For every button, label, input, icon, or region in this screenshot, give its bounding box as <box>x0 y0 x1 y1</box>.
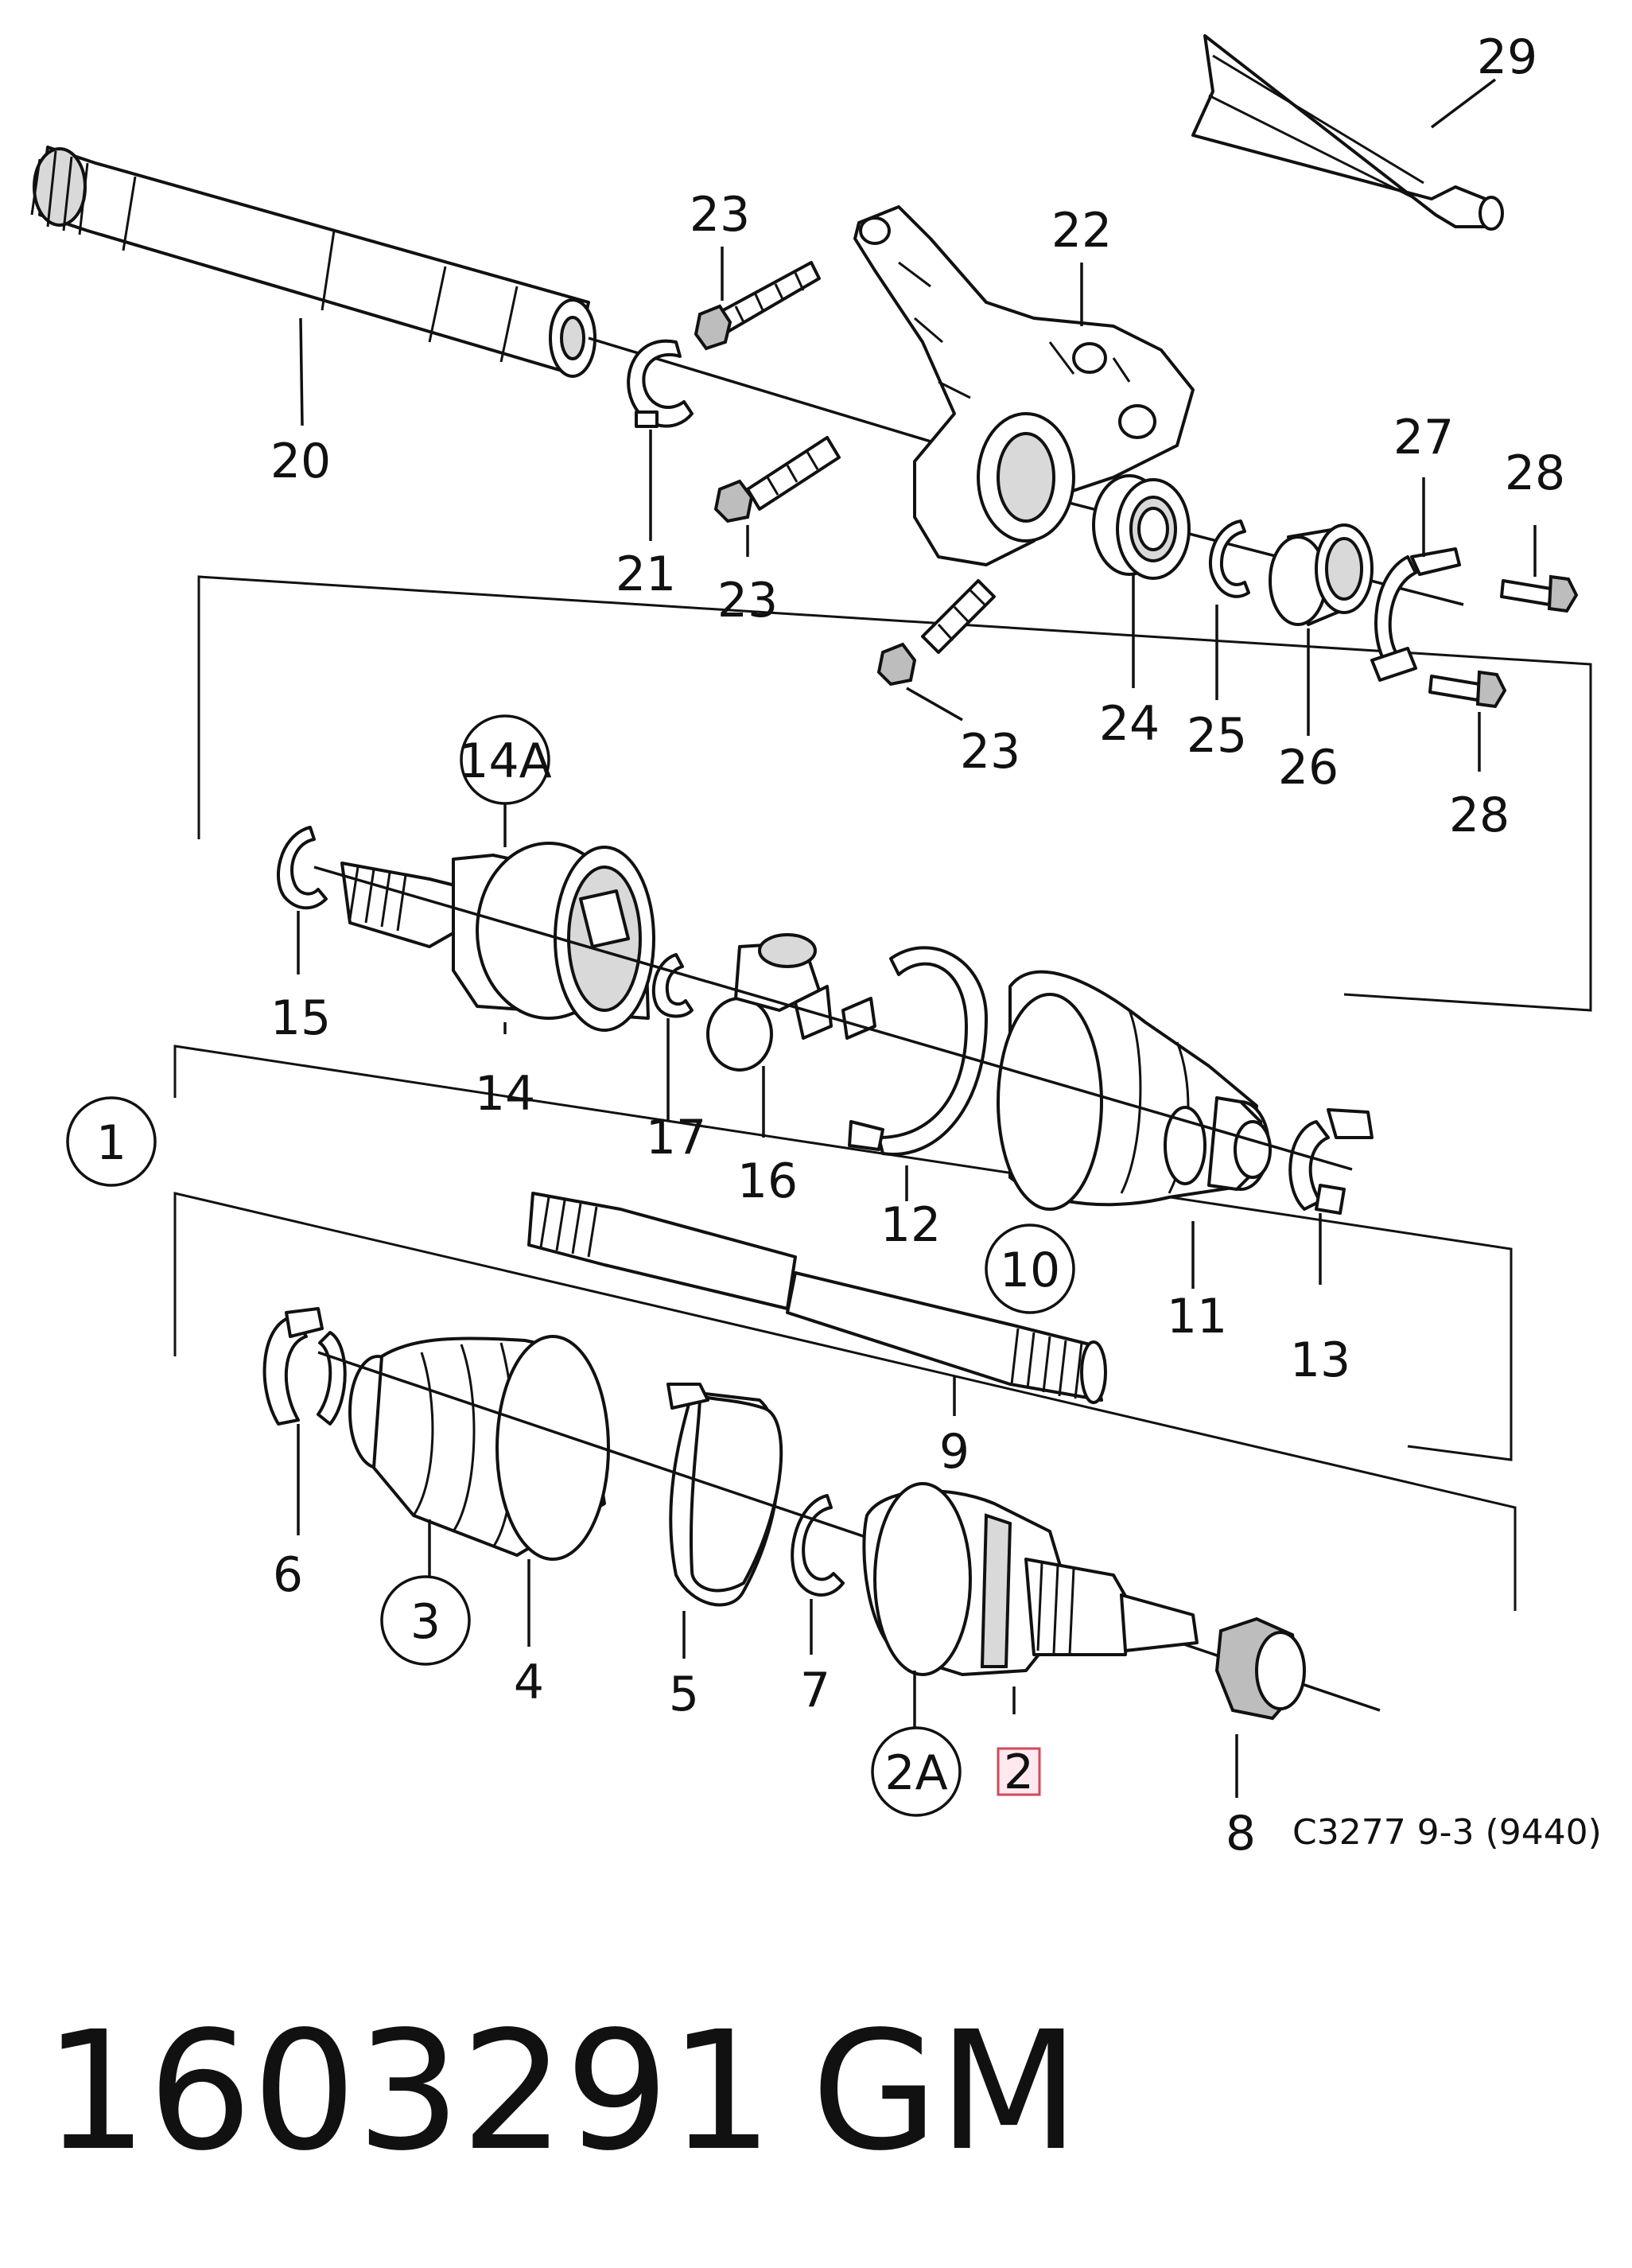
assembly-axis-inner <box>313 866 1353 1171</box>
label-6: 6 <box>273 1547 303 1603</box>
bolt-23-b <box>713 436 841 557</box>
label-1: 1 <box>96 1115 126 1171</box>
label-29: 29 <box>1477 29 1537 85</box>
brand-name: GM <box>811 1996 1079 2187</box>
label-28-b: 28 <box>1449 788 1510 843</box>
support-bracket-22 <box>853 205 1195 566</box>
circle-3 <box>380 1575 471 1666</box>
circle-14A <box>460 714 550 805</box>
assembly-axis-outer <box>317 1351 1381 1712</box>
shaft-9 <box>527 1192 1107 1416</box>
clamp-27 <box>1370 477 1461 682</box>
nut-8 <box>1214 1616 1306 1798</box>
bearing-24 <box>1092 474 1191 688</box>
circlip-15 <box>277 826 328 975</box>
label-11: 11 <box>1167 1289 1227 1344</box>
label-26: 26 <box>1278 740 1339 796</box>
snap-ring-17 <box>651 953 694 1122</box>
group-frames <box>173 575 1592 1611</box>
bolt-23-a <box>694 247 821 351</box>
label-4: 4 <box>514 1655 544 1710</box>
boot-3 <box>348 1335 610 1647</box>
clamp-13 <box>1288 1108 1374 1285</box>
callout-labels: 23 23 23 22 29 20 21 27 28 28 24 25 26 1… <box>270 29 1565 1861</box>
snap-ring-7 <box>791 1494 845 1655</box>
highlighted-label-2: 2 <box>997 1745 1041 1800</box>
label-23-a: 23 <box>690 187 750 243</box>
label-20: 20 <box>270 434 331 489</box>
label-23-c: 23 <box>960 724 1020 780</box>
clamp-11 <box>1164 1106 1207 1289</box>
cv-joint-2 <box>862 1482 1199 1746</box>
label-16: 16 <box>737 1153 798 1209</box>
circled-labels: 1 14A 10 3 2A <box>66 714 1075 1817</box>
intermediate-shaft-20 <box>30 146 596 426</box>
label-15: 15 <box>270 990 331 1046</box>
tripod-housing-14 <box>340 803 655 1034</box>
bolt-28-b <box>1428 670 1507 772</box>
label-9: 9 <box>939 1424 969 1480</box>
label-28-a: 28 <box>1505 445 1565 501</box>
bolt-28-a <box>1500 525 1579 613</box>
grease-tube-29 <box>1191 34 1504 231</box>
label-13: 13 <box>1290 1332 1350 1388</box>
tripod-16 <box>706 933 833 1138</box>
clamp-12 <box>841 946 988 1201</box>
label-14A: 14A <box>458 733 551 789</box>
diagram-reference: C3277 9-3 (9440) <box>1292 1812 1602 1853</box>
label-10: 10 <box>1000 1243 1060 1298</box>
circle-2A <box>871 1726 962 1817</box>
label-8: 8 <box>1226 1806 1256 1861</box>
label-12: 12 <box>880 1197 941 1253</box>
highlight-box <box>997 1747 1041 1796</box>
sleeve-26 <box>1269 523 1374 736</box>
part-number: 1603291 <box>44 1996 773 2187</box>
circle-1 <box>66 1096 157 1187</box>
boot-10 <box>997 970 1272 1211</box>
label-3: 3 <box>410 1594 441 1650</box>
label-24: 24 <box>1099 696 1160 752</box>
label-5: 5 <box>669 1667 699 1722</box>
circlip-25 <box>1208 519 1250 700</box>
label-2A: 2A <box>884 1745 947 1801</box>
label-23-b: 23 <box>717 573 778 628</box>
bolt-23-c <box>876 579 996 722</box>
circlip-21 <box>627 339 694 541</box>
circle-10 <box>985 1223 1075 1314</box>
label-17: 17 <box>646 1110 706 1165</box>
clamp-5 <box>666 1383 783 1659</box>
label-2: 2 <box>1004 1745 1034 1800</box>
label-7: 7 <box>800 1663 830 1718</box>
label-21: 21 <box>616 547 676 602</box>
label-14: 14 <box>475 1066 535 1122</box>
label-22: 22 <box>1051 203 1112 259</box>
label-25: 25 <box>1187 708 1247 764</box>
clamp-6 <box>262 1307 347 1535</box>
label-27: 27 <box>1393 410 1454 465</box>
